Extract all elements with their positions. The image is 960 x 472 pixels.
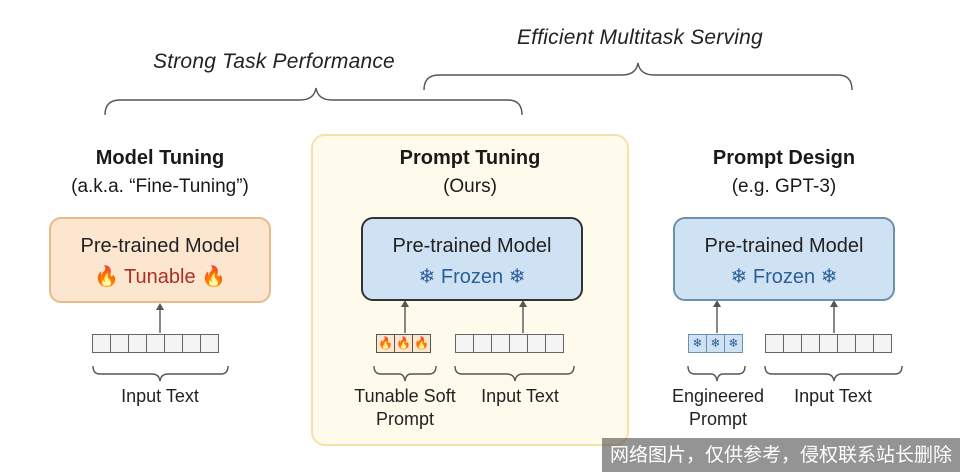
model-label: Pre-trained Model: [80, 235, 240, 257]
token: [146, 334, 165, 353]
fire-icon: 🔥: [376, 334, 395, 353]
model-state-line: ❄ Frozen ❄: [363, 264, 581, 289]
strong-task-performance-label: Strong Task Performance: [153, 50, 395, 73]
strong-performance-brace: [104, 87, 523, 116]
arrowhead-1: [156, 303, 164, 310]
fire-icon: 🔥: [394, 334, 413, 353]
fire-icon: 🔥: [93, 266, 119, 288]
model-state-line: 🔥 Tunable 🔥: [51, 264, 269, 289]
token: [455, 334, 474, 353]
prompt-design-subtitle: (e.g. GPT-3): [731, 176, 837, 197]
token: [527, 334, 546, 353]
snowflake-icon: ❄: [688, 334, 707, 353]
input-text-caption: Input Text: [121, 386, 199, 406]
input-text-tokens: [92, 334, 219, 353]
token: [92, 334, 111, 353]
token: [182, 334, 201, 353]
engineered-prompt-caption: Engineered Prompt: [648, 385, 788, 431]
caption-line: Prompt: [688, 409, 748, 429]
token: [783, 334, 802, 353]
prompt-design-title: Prompt Design: [712, 147, 856, 169]
snowflake-icon: ❄: [724, 334, 743, 353]
fire-icon: 🔥: [201, 266, 227, 288]
caption-line: Tunable Soft: [354, 386, 456, 406]
model-label: Pre-trained Model: [704, 235, 864, 257]
token: [491, 334, 510, 353]
soft-prompt-tokens: 🔥🔥🔥: [376, 334, 431, 353]
model-state: Tunable: [124, 266, 196, 288]
token: [473, 334, 492, 353]
input-brace-3: [764, 365, 903, 382]
token: [128, 334, 147, 353]
prompt-tuning-title: Prompt Tuning: [399, 147, 541, 169]
model-tuning-title: Model Tuning: [95, 147, 225, 169]
arrowhead-5: [830, 300, 838, 307]
arrowhead-4: [713, 300, 721, 307]
input-brace-2: [454, 365, 575, 382]
efficient-serving-brace: [423, 62, 853, 91]
snowflake-icon: ❄: [508, 266, 526, 288]
input-text-tokens: [455, 334, 564, 353]
tunable-soft-prompt-caption: Tunable Soft Prompt: [335, 385, 475, 431]
token: [837, 334, 856, 353]
token: [200, 334, 219, 353]
input-brace-1: [92, 365, 229, 382]
prompt-design-model-box: Pre-trained Model ❄ Frozen ❄: [673, 217, 895, 301]
engineered-prompt-brace: [687, 365, 746, 382]
model-label: Pre-trained Model: [392, 235, 552, 257]
token: [855, 334, 874, 353]
snowflake-icon: ❄: [418, 266, 436, 288]
soft-prompt-brace: [373, 365, 437, 382]
snowflake-icon: ❄: [730, 266, 748, 288]
token: [545, 334, 564, 353]
snowflake-icon: ❄: [820, 266, 838, 288]
model-state: Frozen: [752, 266, 816, 288]
arrowhead-2: [401, 300, 409, 307]
arrowhead-3: [519, 300, 527, 307]
token: [873, 334, 892, 353]
prompt-tuning-subtitle: (Ours): [443, 176, 497, 197]
token: [819, 334, 838, 353]
token: [801, 334, 820, 353]
efficient-multitask-serving-label: Efficient Multitask Serving: [517, 26, 763, 49]
model-tuning-model-box: Pre-trained Model 🔥 Tunable 🔥: [49, 217, 271, 303]
input-text-caption: Input Text: [794, 386, 872, 406]
input-text-tokens: [765, 334, 892, 353]
prompt-tuning-model-box: Pre-trained Model ❄ Frozen ❄: [361, 217, 583, 301]
token: [509, 334, 528, 353]
caption-line: Engineered: [671, 386, 765, 406]
input-text-caption: Input Text: [481, 386, 559, 406]
snowflake-icon: ❄: [706, 334, 725, 353]
model-tuning-subtitle: (a.k.a. “Fine-Tuning”): [71, 176, 249, 197]
model-state-line: ❄ Frozen ❄: [675, 264, 893, 289]
fire-icon: 🔥: [412, 334, 431, 353]
engineered-prompt-tokens: ❄❄❄: [688, 334, 743, 353]
caption-line: Prompt: [375, 409, 435, 429]
watermark-banner: 网络图片，仅供参考，侵权联系站长删除: [602, 438, 960, 472]
token: [765, 334, 784, 353]
token: [164, 334, 183, 353]
model-state: Frozen: [440, 266, 504, 288]
token: [110, 334, 129, 353]
